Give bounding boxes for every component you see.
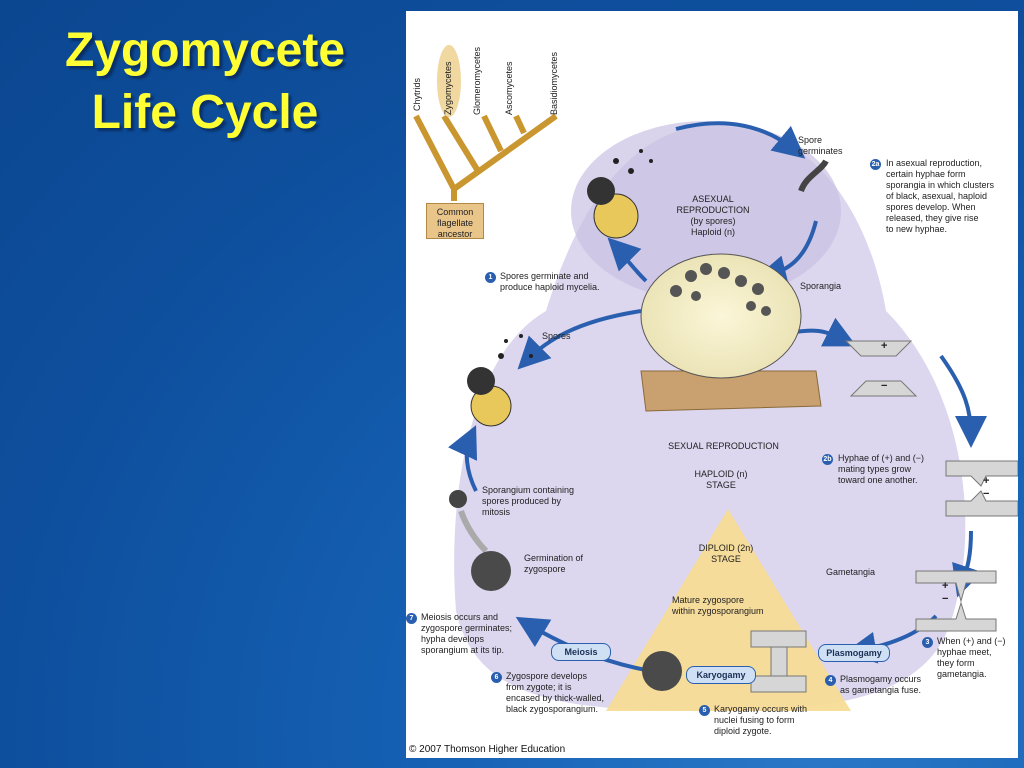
step-5-badge: 5 [699,705,710,716]
label-gametangia: Gametangia [826,567,876,577]
step-2a-badge: 2a [870,159,881,170]
mating-plus-2: + [983,475,990,487]
phylogeny-tree [413,113,558,201]
life-cycle-figure: Chytrids Zygomycetes Glomeromycetes Asco… [406,11,1018,758]
phase-haploid: HAPLOID (n) STAGE [694,469,748,490]
mating-minus-1: − [881,380,888,392]
label-mature-zygospore: Mature zygospore within zygosporangium [672,595,764,616]
mating-hyphae [844,340,1018,632]
germination-hypha [458,509,489,554]
tree-label-basidiomycetes: Basidiomycetes [549,51,559,115]
process-karyogamy: Karyogamy [686,666,756,684]
mating-plus-1: + [881,340,888,352]
haploid-region [454,125,966,711]
germinating-spore [798,159,829,193]
tree-label-ascomycetes: Ascomycetes [504,61,514,115]
spore-release-asexual [587,149,653,239]
step-7-badge: 7 [406,613,417,624]
copyright-credit: © 2007 Thomson Higher Education [409,744,566,755]
tree-label-chytrids: Chytrids [412,77,422,111]
label-spore-germinates: Spore germinates [798,135,843,156]
step-1-badge: 1 [485,272,496,283]
sporangium-tip [449,490,467,508]
tree-label-glomeromycetes: Glomeromycetes [472,46,482,115]
zygospore-germinating [471,551,511,591]
tree-label-zygomycetes: Zygomycetes [443,61,453,115]
process-plasmogamy: Plasmogamy [818,644,890,662]
mating-minus-3: − [942,593,949,605]
step-7-text: Meiosis occurs and zygospore germinates;… [421,612,513,655]
label-sporangium-containing: Sporangium containing spores produced by… [482,485,575,517]
mating-plus-3: + [942,580,949,592]
step-5-text: Karyogamy occurs with nuclei fusing to f… [714,704,808,736]
sporangia-cluster [670,263,771,316]
step-2a-text: In asexual reproduction, certain hyphae … [886,158,995,234]
step-1-text: Spores germinate and produce haploid myc… [500,271,600,292]
label-spores: Spores [542,331,571,341]
step-3-text: When (+) and (−) hyphae meet, they form … [937,636,1006,679]
step-3-badge: 3 [922,637,933,648]
step-2b-text: Hyphae of (+) and (−) mating types grow … [838,453,925,485]
step-4-badge: 4 [825,675,836,686]
phase-diploid: DIPLOID (2n) STAGE [698,543,754,564]
fused-gametangia [750,630,807,648]
step-6-text: Zygospore develops from zygote; it is en… [506,671,605,714]
label-germination-zygospore: Germination of zygospore [524,553,584,574]
fused-gametangia-lower [750,675,807,693]
fusion-neck [770,646,788,677]
step-4-text: Plasmogamy occurs as gametangia fuse. [840,674,922,695]
life-cycle-diagram [413,45,1018,711]
zygomycetes-highlight [437,45,461,117]
phase-sexual: SEXUAL REPRODUCTION [668,441,779,451]
slide-title: Zygomycete Life Cycle [64,24,346,139]
phase-asexual: ASEXUAL REPRODUCTION (by spores) Haploid… [676,194,750,237]
step-6-badge: 6 [491,672,502,683]
step-2b-badge: 2b [822,454,833,465]
tree-ancestor-box: Common flagellate ancestor [426,203,484,239]
zygospore-mature [642,651,682,691]
label-sporangia: Sporangia [800,281,842,291]
mating-minus-2: − [983,488,990,500]
spore-release-sexual [467,334,533,427]
process-meiosis: Meiosis [551,643,611,661]
